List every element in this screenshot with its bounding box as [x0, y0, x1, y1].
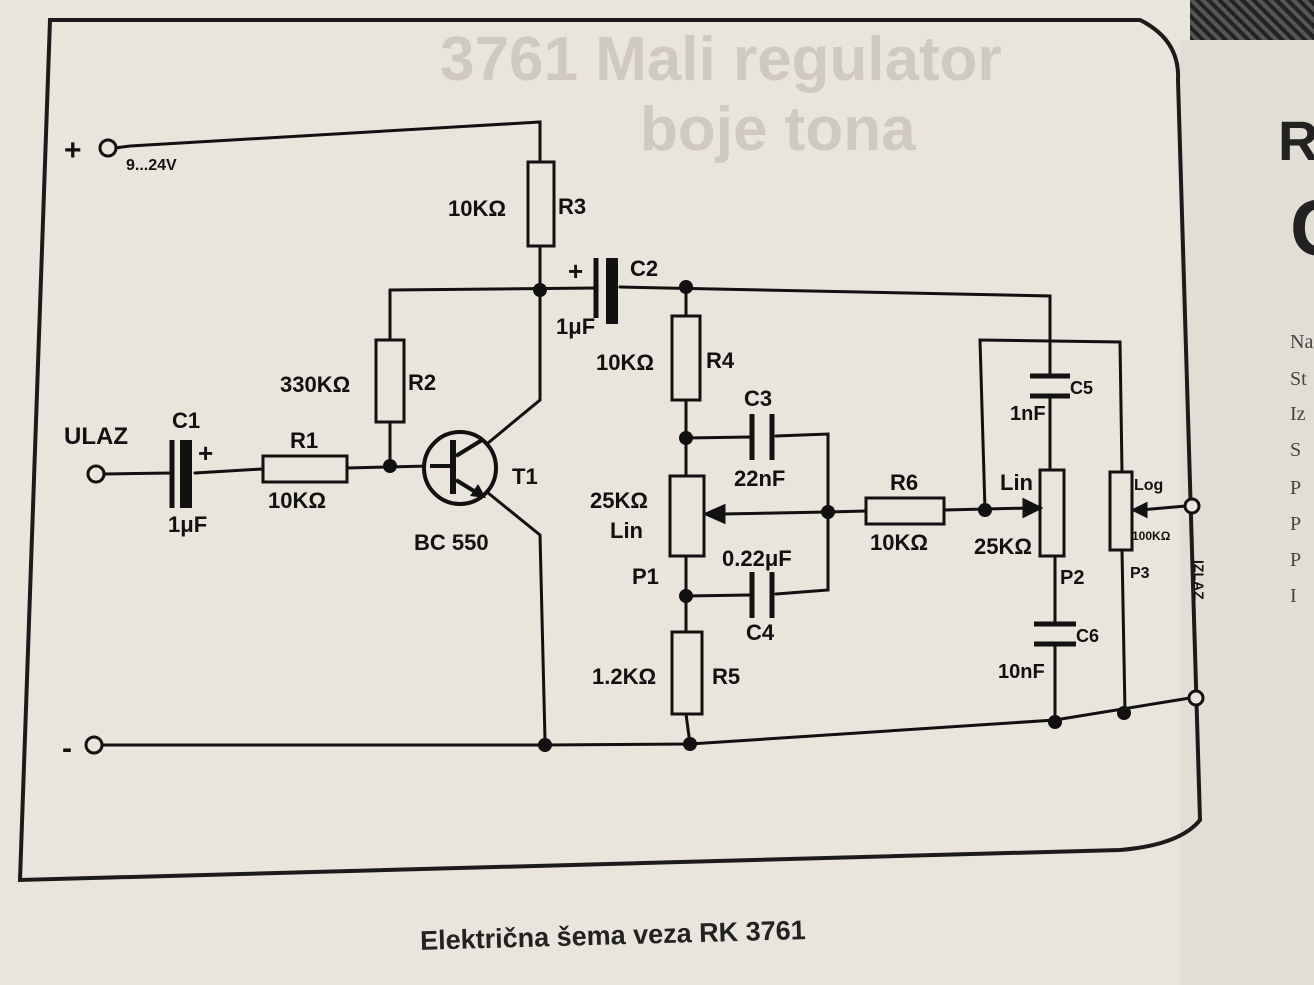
output-terminal	[1183, 497, 1201, 515]
input-label: ULAZ	[64, 423, 128, 450]
c4-value: 0.22μF	[722, 546, 792, 571]
potentiometer-p3	[1108, 470, 1134, 552]
supply-terminal	[98, 138, 118, 158]
right-page-lines: Na St Iz S P P P I	[1290, 331, 1313, 607]
p3-value: 100KΩ	[1132, 529, 1171, 543]
right-line: Na	[1290, 331, 1313, 353]
c3-value: 22nF	[734, 466, 785, 491]
c2-value: 1μF	[556, 314, 595, 339]
book-page	[0, 0, 1190, 985]
r5-value: 1.2KΩ	[592, 664, 656, 689]
junction-dots	[383, 280, 1131, 752]
c1-name: C1	[172, 408, 200, 433]
p2-value: 25KΩ	[974, 534, 1032, 559]
p1-value: 25KΩ	[590, 488, 648, 513]
r4-value: 10KΩ	[596, 350, 654, 375]
c2-plus: +	[568, 256, 583, 286]
r2-name: R2	[408, 370, 436, 395]
c6-value: 10nF	[998, 661, 1045, 683]
p1-name: P1	[632, 564, 659, 589]
right-line: P	[1290, 477, 1301, 499]
r1-name: R1	[290, 428, 318, 453]
potentiometer-p2	[1038, 468, 1066, 558]
c3-name: C3	[744, 386, 772, 411]
right-line: S	[1290, 439, 1301, 461]
r6-name: R6	[890, 470, 918, 495]
supply-plus-label: +	[64, 134, 82, 167]
p3-name: P3	[1130, 565, 1150, 582]
c1-plus: +	[198, 438, 213, 468]
supply-voltage-label: 9...24V	[126, 157, 177, 174]
c5-name: C5	[1070, 378, 1093, 398]
right-heading-letter-1: R	[1278, 109, 1314, 172]
r3-value: 10KΩ	[448, 196, 506, 221]
resistor-r2	[374, 338, 406, 424]
t1-type: BC 550	[414, 530, 489, 555]
c1-value: 1μF	[168, 512, 207, 537]
right-heading-letter-2: C	[1290, 183, 1314, 272]
resistor-r4	[670, 314, 702, 402]
c6-name: C6	[1076, 626, 1099, 646]
pot-wipers	[702, 497, 1148, 525]
r4-name: R4	[706, 348, 735, 373]
p3-taper: Log	[1134, 477, 1163, 494]
r6-value: 10KΩ	[870, 530, 928, 555]
r2-value: 330KΩ	[280, 372, 350, 397]
output-label: IZLAZ	[1191, 560, 1207, 600]
ground-minus-label: -	[62, 732, 72, 765]
ghost-heading-1: 3761 Mali regulator	[440, 25, 1002, 94]
t1-name: T1	[512, 464, 538, 489]
schematic-frame	[17, 18, 1203, 883]
r3-name: R3	[558, 194, 586, 219]
p1-taper: Lin	[610, 518, 643, 543]
r5-name: R5	[712, 664, 740, 689]
input-terminal	[86, 464, 106, 484]
right-line: P	[1290, 549, 1301, 571]
resistor-r3	[526, 160, 556, 248]
ghost-heading-2: boje tona	[640, 95, 916, 164]
right-book-page	[1180, 40, 1314, 985]
right-line: P	[1290, 513, 1301, 535]
c4-name: C4	[746, 620, 775, 645]
right-line: I	[1290, 585, 1297, 607]
resistor-r6	[864, 496, 946, 526]
ground-terminal	[84, 735, 104, 755]
potentiometer-p1	[668, 474, 706, 558]
output-ground-terminal	[1187, 689, 1205, 707]
capacitors	[169, 258, 1076, 647]
transistor-t1	[422, 430, 498, 506]
terminals	[84, 138, 1205, 755]
right-line: St	[1290, 368, 1307, 390]
resistors	[261, 160, 1134, 716]
p2-taper: Lin	[1000, 470, 1033, 495]
right-line: Iz	[1290, 403, 1306, 425]
p2-name: P2	[1060, 567, 1084, 589]
resistor-r5	[670, 630, 704, 716]
c5-value: 1nF	[1010, 403, 1046, 425]
circuit-wires	[98, 120, 1192, 747]
component-labels: + 9...24V - ULAZ 10KΩ R3 330KΩ R2 R1 10K…	[62, 134, 1207, 765]
resistor-r1	[261, 454, 349, 484]
c2-name: C2	[630, 256, 658, 281]
r1-value: 10KΩ	[268, 488, 326, 513]
